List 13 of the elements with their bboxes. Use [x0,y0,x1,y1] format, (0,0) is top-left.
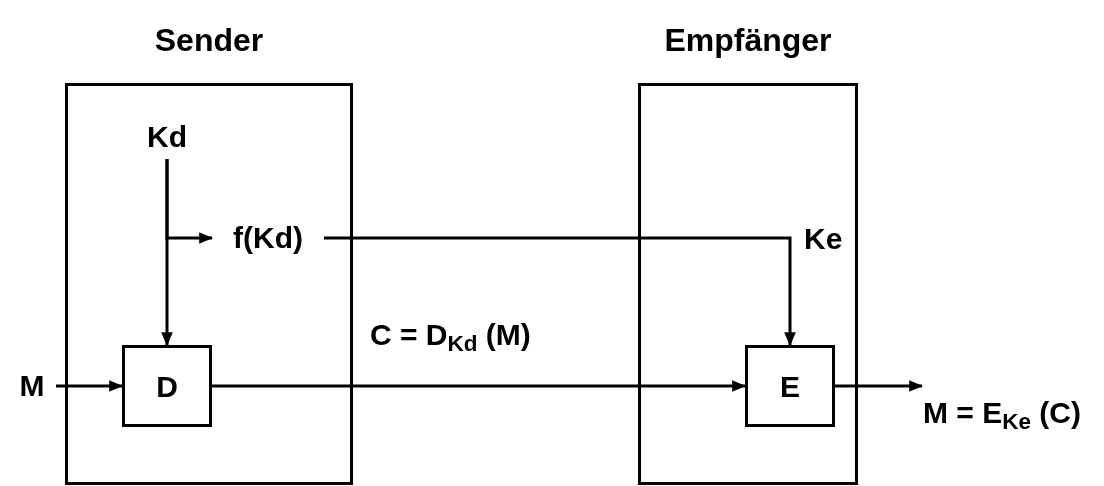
arrow [835,380,924,392]
decrypt-block: D [122,345,212,427]
input-label: M [8,364,56,408]
function-label: f(Kd) [212,216,324,260]
arrow [324,236,796,347]
arrow [161,159,173,347]
heading: Empfänger [663,21,833,60]
arrow [56,380,124,392]
output-label: M = E$_{Ke}$ (C) [922,358,1082,468]
heading: Sender [153,21,265,60]
encrypt-block: E [745,345,835,427]
arrow [212,380,747,392]
key-label: Kd [132,115,202,159]
